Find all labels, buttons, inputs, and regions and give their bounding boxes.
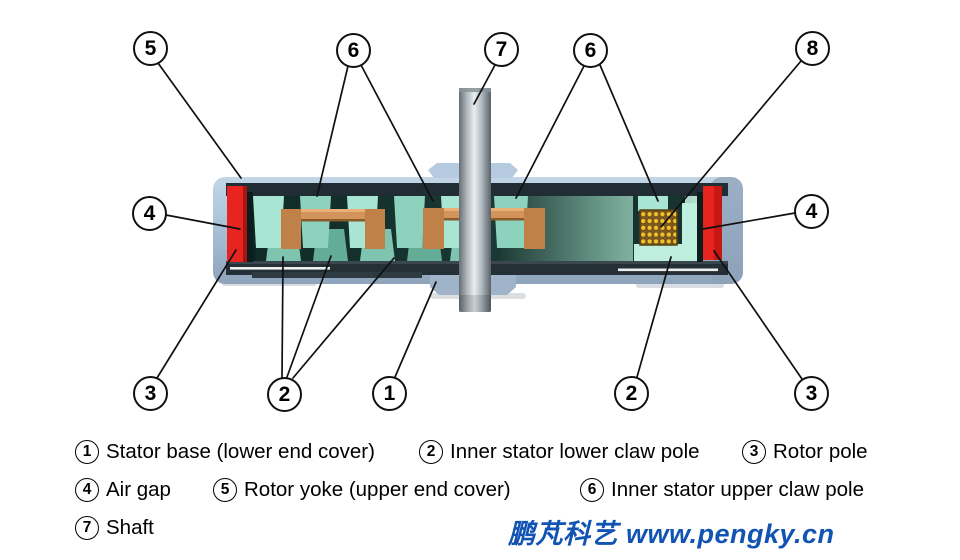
rotor-pole-left — [227, 186, 247, 262]
shaft — [459, 88, 491, 312]
callout-rotor-pole-left: 3 — [133, 376, 168, 411]
legend-label-rotor-yoke: Rotor yoke (upper end cover) — [244, 478, 511, 501]
callout-shaft: 7 — [484, 32, 519, 67]
callout-lower-claw-left: 2 — [267, 377, 302, 412]
callout-label: 3 — [805, 381, 818, 405]
legend-label-stator-base: Stator base (lower end cover) — [106, 440, 375, 463]
callout-label: 7 — [495, 37, 508, 61]
legend-item-lower-claw: 2 Inner stator lower claw pole — [419, 440, 700, 464]
legend-num-3: 3 — [742, 440, 766, 464]
callout-label: 6 — [584, 38, 597, 62]
callout-label: 5 — [144, 36, 157, 60]
callout-rotor-yoke: 5 — [133, 31, 168, 66]
callout-rotor-pole-right: 3 — [794, 376, 829, 411]
legend-item-rotor-yoke: 5 Rotor yoke (upper end cover) — [213, 478, 511, 502]
legend-item-air-gap: 4 Air gap — [75, 478, 171, 502]
legend-label-rotor-pole: Rotor pole — [773, 440, 868, 463]
callout-lower-claw-right: 2 — [614, 376, 649, 411]
callout-stator-base: 1 — [372, 376, 407, 411]
legend-num-2: 2 — [419, 440, 443, 464]
callout-label: 4 — [143, 201, 156, 225]
legend-num-1: 1 — [75, 440, 99, 464]
watermark-site-link[interactable]: 鹏芃科艺 www.pengky.cn — [508, 519, 835, 549]
legend-num-7: 7 — [75, 516, 99, 540]
legend-label-shaft: Shaft — [106, 516, 154, 539]
callout-label: 6 — [347, 38, 360, 62]
leader-lines — [156, 60, 803, 380]
legend-item-shaft: 7 Shaft — [75, 516, 154, 540]
legend-label-air-gap: Air gap — [106, 478, 171, 501]
legend-num-4: 4 — [75, 478, 99, 502]
callout-label: 2 — [278, 382, 291, 406]
legend-label-upper-claw: Inner stator upper claw pole — [611, 478, 864, 501]
highlight-line-left — [230, 267, 330, 270]
callout-label: 1 — [383, 381, 396, 405]
legend-item-upper-claw: 6 Inner stator upper claw pole — [580, 478, 864, 502]
right-pole-assembly — [633, 196, 698, 261]
callout-label: 4 — [805, 199, 818, 223]
air-gap-left — [247, 192, 253, 262]
callout-air-gap-right: 4 — [794, 194, 829, 229]
legend-item-rotor-pole: 3 Rotor pole — [742, 440, 868, 464]
callout-air-gap-left: 4 — [132, 196, 167, 231]
callout-label: 2 — [625, 381, 638, 405]
lower-claw-bar — [634, 244, 698, 261]
legend-num-6: 6 — [580, 478, 604, 502]
rotor-pole-right — [703, 186, 722, 260]
air-gap-right — [697, 192, 703, 262]
upper-claw-tab — [638, 196, 668, 211]
callout-label: 8 — [806, 36, 819, 60]
legend-label-lower-claw: Inner stator lower claw pole — [450, 440, 700, 463]
callout-coil: 8 — [795, 31, 830, 66]
legend-num-5: 5 — [213, 478, 237, 502]
callout-upper-claw-left: 6 — [336, 33, 371, 68]
lower-band-step — [252, 272, 422, 278]
legend-item-stator-base: 1 Stator base (lower end cover) — [75, 440, 375, 464]
callout-label: 3 — [144, 381, 157, 405]
callout-upper-claw-right: 6 — [573, 33, 608, 68]
